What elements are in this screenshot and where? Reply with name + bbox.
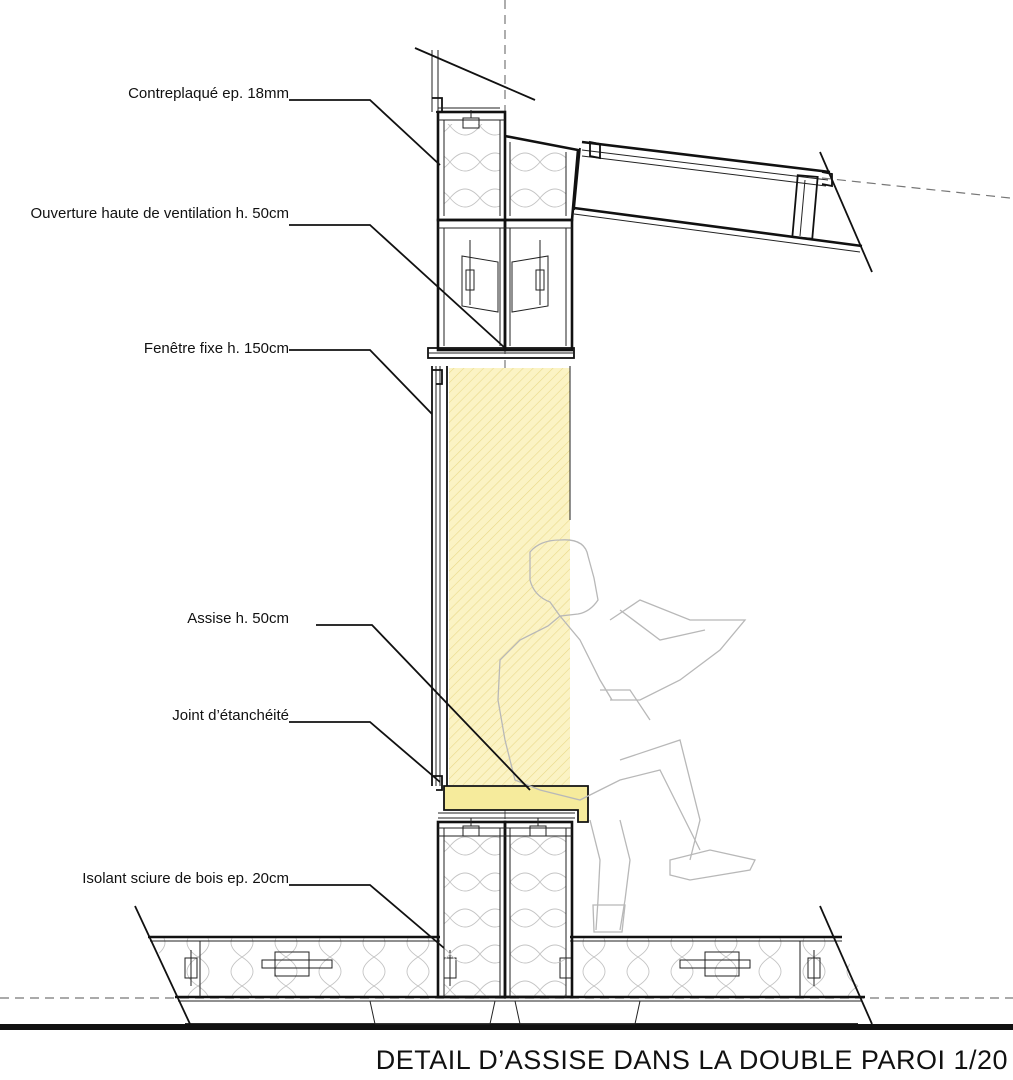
leader-lines — [289, 99, 531, 949]
ventilation-section — [427, 218, 575, 359]
ground-line — [0, 1024, 1013, 1030]
top-section — [414, 47, 580, 222]
lower-wall — [436, 818, 574, 999]
callout-labels: Contreplaqué ep. 18mm Ouverture haute de… — [31, 85, 290, 887]
drawing-title: DETAIL D’ASSISE DANS LA DOUBLE PAROI 1/2… — [376, 1045, 1008, 1075]
callout-joint: Joint d’étanchéité — [172, 707, 289, 724]
callout-fenetre: Fenêtre fixe h. 150cm — [144, 340, 289, 357]
glazed-section — [431, 366, 571, 791]
seat-board — [438, 785, 589, 823]
callout-isolant: Isolant sciure de bois ep. 20cm — [82, 870, 289, 887]
callout-ventilation: Ouverture haute de ventilation h. 50cm — [31, 205, 290, 222]
callout-assise: Assise h. 50cm — [187, 610, 289, 627]
floor-slab — [134, 905, 873, 1025]
callout-contreplaque: Contreplaqué ep. 18mm — [128, 85, 289, 102]
seated-figure — [497, 539, 756, 933]
skylight — [573, 140, 873, 273]
